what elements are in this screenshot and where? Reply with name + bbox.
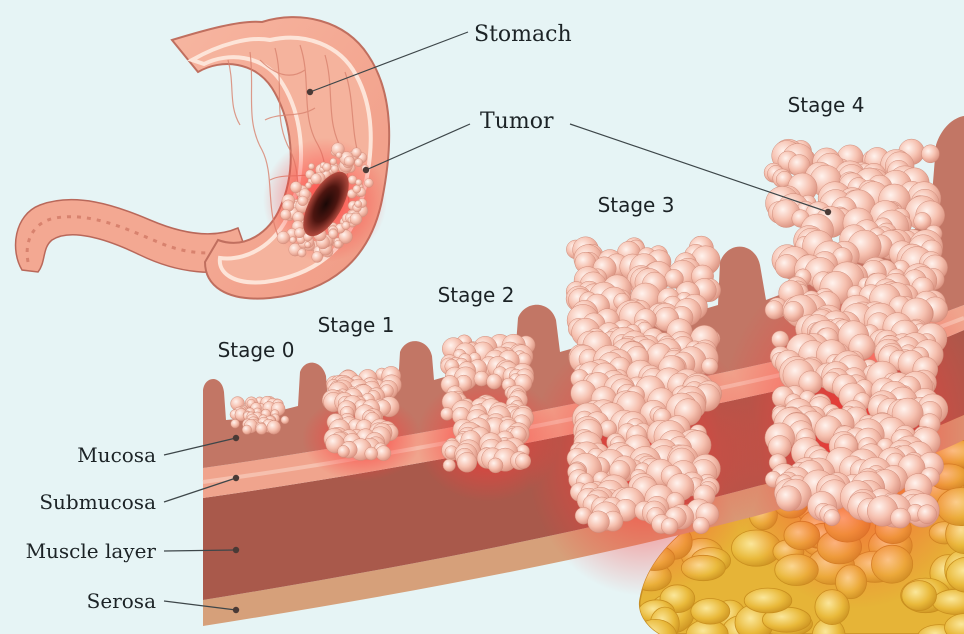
tumor-leader-dot-stage4 xyxy=(825,209,831,215)
muscle-leader-dot xyxy=(233,547,239,553)
mucosa-leader-dot xyxy=(233,435,239,441)
submucosa-label: Submucosa xyxy=(39,490,156,514)
submucosa-leader-dot xyxy=(233,475,239,481)
stage-2-label: Stage 2 xyxy=(438,283,515,307)
stage-4-label: Stage 4 xyxy=(788,93,865,117)
tumor-leader-dot-stomach xyxy=(363,167,369,173)
muscle-layer-label: Muscle layer xyxy=(26,539,157,563)
tumor-label: Tumor xyxy=(480,109,554,134)
serosa-leader-dot xyxy=(233,607,239,613)
stage-1-label: Stage 1 xyxy=(318,313,395,337)
stomach-label: Stomach xyxy=(474,22,572,47)
stage-3-label: Stage 3 xyxy=(598,193,675,217)
stage-4-tumor xyxy=(718,139,964,609)
serosa-label: Serosa xyxy=(87,589,156,613)
stomach-illustration xyxy=(16,17,390,298)
mucosa-label: Mucosa xyxy=(77,443,156,467)
stage-0-label: Stage 0 xyxy=(218,338,295,362)
stomach-leader-dot xyxy=(307,89,313,95)
